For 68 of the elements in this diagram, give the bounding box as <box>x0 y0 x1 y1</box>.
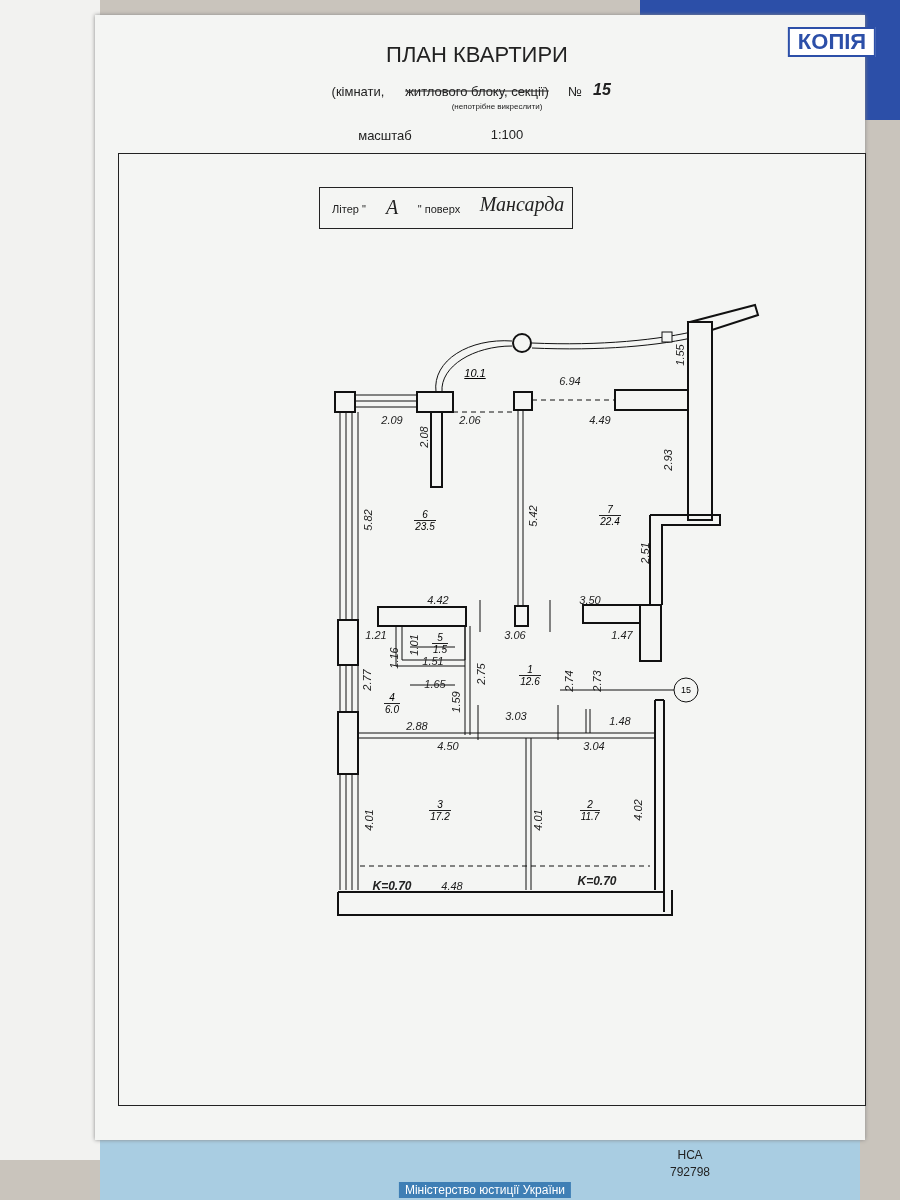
dimension-label: 2.09 <box>381 414 403 426</box>
balcony-area-label: 10.1 <box>455 362 495 384</box>
dimension-label: 3.50 <box>579 594 601 606</box>
dimension-label: 2.93 <box>662 449 674 471</box>
dimension-label: 4.48 <box>441 880 463 892</box>
room-number: 4 <box>389 691 395 703</box>
label-text: " поверх <box>417 203 461 215</box>
room-area: 1.5 <box>432 642 448 655</box>
room-number: 1 <box>527 663 533 675</box>
room-number: 5 <box>437 631 443 643</box>
room-area: 12.6 <box>519 674 541 687</box>
room-area: 17.2 <box>429 809 451 822</box>
dimension-label: 1.59 <box>450 691 462 713</box>
dimension-label: 1.55 <box>674 344 686 366</box>
serial-label: НСА <box>677 1149 703 1161</box>
dimension-label: 3.03 <box>505 710 527 722</box>
dimension-label: 4.42 <box>427 594 449 606</box>
label-text: масштаб <box>358 128 412 142</box>
dimension-label: 1.48 <box>609 715 631 727</box>
room-number: 7 <box>607 503 613 515</box>
dimension-label: 2.75 <box>475 663 487 685</box>
dimension-label: 4.01 <box>532 809 544 831</box>
dimension-label: 2.06 <box>459 414 481 426</box>
dimension-label: 1.65 <box>424 678 446 690</box>
dimension-label: 2.77 <box>361 669 373 691</box>
dimension-label: 3.04 <box>583 740 605 752</box>
dimension-label: 1.47 <box>611 629 633 641</box>
dimension-label: 4.49 <box>589 414 611 426</box>
dimension-label: 2.74 <box>563 670 575 692</box>
dimension-label: 2.51 <box>639 542 651 564</box>
leader-line <box>559 689 675 691</box>
footer-text: Міністерство юстиції України <box>398 1182 572 1198</box>
dimension-label: 6.94 <box>559 375 581 387</box>
label-text: А <box>385 197 399 217</box>
callout-number: 15 <box>674 678 698 702</box>
label-text: № <box>568 84 582 98</box>
coefficient-label: K=0.70 <box>577 875 617 887</box>
room-number: 6 <box>422 508 428 520</box>
serial-number: 792798 <box>670 1166 710 1178</box>
dimension-label: 2.88 <box>406 720 428 732</box>
dimension-label: 1.16 <box>388 647 400 669</box>
label-text: Літер " <box>332 203 366 215</box>
room-area: 6.0 <box>384 702 400 715</box>
room-area: 22.4 <box>599 514 621 527</box>
room-area: 23.5 <box>414 519 436 532</box>
room-number: 2 <box>587 798 593 810</box>
room-area: 11.7 <box>579 809 601 822</box>
dimension-label: 4.50 <box>437 740 459 752</box>
dimension-label: 5.82 <box>362 509 374 531</box>
plan-title: ПЛАН КВАРТИРИ <box>386 44 568 66</box>
label-text: Мансарда <box>479 194 565 214</box>
dimension-label: 4.02 <box>632 799 644 821</box>
dimension-label: 1.01 <box>408 634 420 656</box>
label-text: житлового блоку, секції) <box>405 84 549 98</box>
dimension-label: 5.42 <box>527 505 539 527</box>
coefficient-label: K=0.70 <box>372 880 412 892</box>
dimension-label: 1.51 <box>422 655 444 667</box>
label-text: 1:100 <box>490 127 524 141</box>
dimension-label: 1.21 <box>365 629 387 641</box>
dimension-label: 2.08 <box>418 426 430 448</box>
stamp-text: КОПІЯ <box>787 27 877 57</box>
dimension-label: 4.01 <box>363 809 375 831</box>
label-text: (непотрібне викреслити) <box>451 103 543 111</box>
label-text: 15 <box>593 82 611 98</box>
dimension-label: 3.06 <box>504 629 526 641</box>
room-number: 3 <box>437 798 443 810</box>
dimension-label: 2.73 <box>591 670 603 692</box>
label-text: (кімнати, <box>331 84 385 98</box>
